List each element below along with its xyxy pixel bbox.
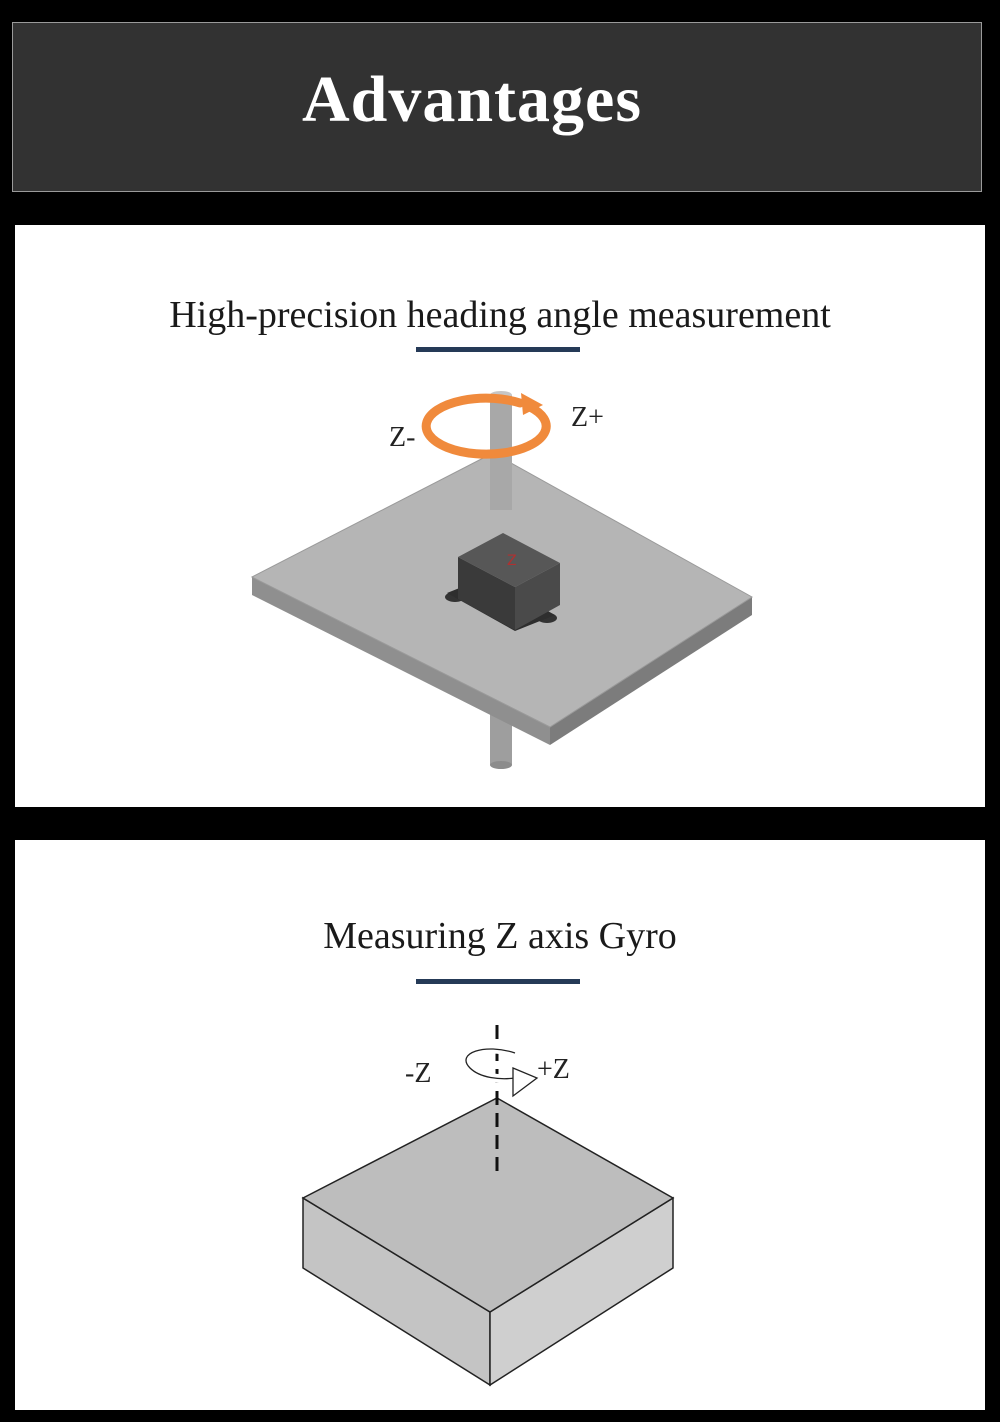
rotation-arrow (421, 393, 551, 459)
sensor-module: Z (445, 533, 560, 631)
z-plus-label: Z+ (571, 402, 604, 433)
z-minus-label: Z- (389, 422, 415, 453)
shaft-lower (490, 713, 512, 765)
title-underline (416, 347, 580, 352)
header-banner: Advantages (12, 22, 982, 192)
sensor-axis-mark: Z (507, 553, 517, 569)
page-title: Advantages (301, 63, 643, 136)
z-axis-gyro-panel: Measuring Z axis Gyro -Z +Z (15, 840, 985, 1410)
gyro-box (301, 1097, 675, 1387)
minus-z-label: -Z (405, 1058, 431, 1089)
heading-angle-title: High-precision heading angle measurement (169, 294, 831, 336)
title-underline (416, 979, 580, 984)
gyro-illustration: -Z +Z (301, 1025, 675, 1387)
z-axis-gyro-title: Measuring Z axis Gyro (323, 915, 677, 957)
plus-z-label: +Z (537, 1054, 570, 1085)
rotation-arrow (461, 1044, 539, 1098)
heading-angle-illustration: Z Z- Z+ (250, 391, 753, 769)
heading-angle-panel: High-precision heading angle measurement… (15, 225, 985, 807)
